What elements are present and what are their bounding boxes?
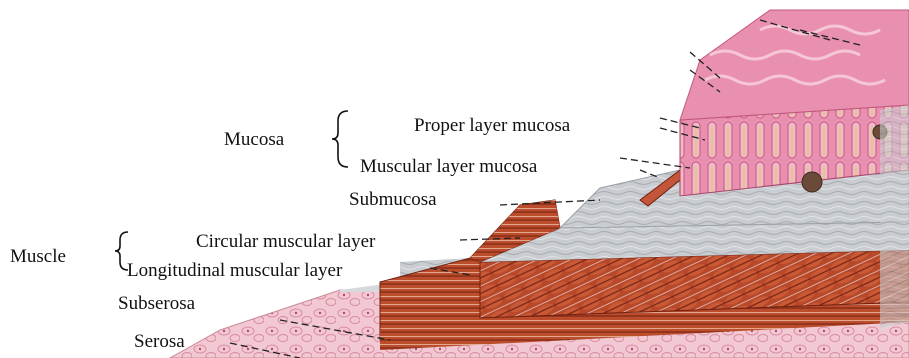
label-longitudinal-muscular-layer: Longitudinal muscular layer: [127, 260, 343, 281]
label-submucosa: Submucosa: [349, 189, 437, 210]
label-mucosa: Mucosa: [224, 129, 285, 150]
label-muscle: Muscle: [10, 246, 66, 267]
mucosa-brace: [332, 111, 348, 167]
label-serosa: Serosa: [134, 331, 185, 352]
label-proper-layer-mucosa: Proper layer mucosa: [414, 115, 571, 136]
label-muscular-layer-mucosa: Muscular layer mucosa: [360, 156, 538, 177]
label-subserosa: Subserosa: [118, 293, 196, 314]
label-circular-muscular-layer: Circular muscular layer: [196, 231, 376, 252]
mucosa-top-surface: [680, 10, 909, 120]
mucosa-nodule: [802, 172, 822, 192]
right-side-wall: [880, 105, 909, 330]
